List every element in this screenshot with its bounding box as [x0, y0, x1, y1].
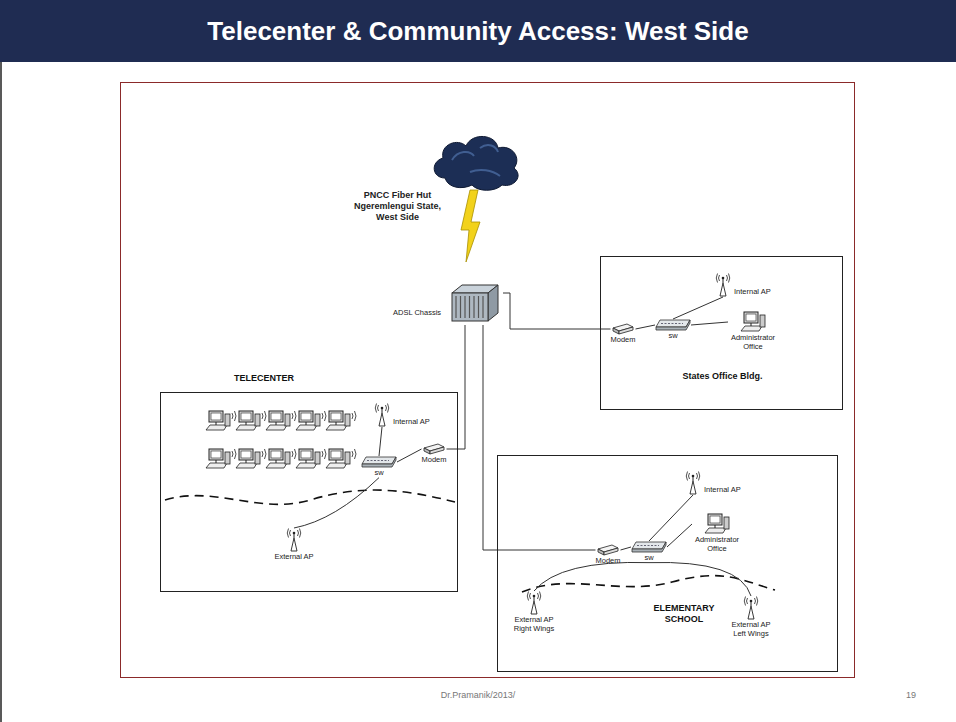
building-caption: States Office Bldg. [601, 371, 844, 382]
device-label: Modem [421, 456, 446, 465]
slide-edge [0, 62, 2, 722]
link-line [673, 297, 723, 319]
network-switch: sw [655, 319, 691, 341]
network-link [379, 427, 382, 456]
network-link [649, 495, 693, 541]
network-link [447, 325, 466, 449]
link-line [534, 562, 649, 591]
network-switch: sw [361, 456, 397, 478]
pc-icon [740, 311, 766, 333]
site-label: PNCC Fiber Hut Ngeremlengui State, West … [345, 190, 450, 222]
network-link [534, 562, 649, 591]
modem: Modem [595, 544, 620, 566]
device-label: External AP Right Wings [508, 616, 560, 633]
network-link [667, 524, 692, 547]
device-label: sw [374, 469, 383, 478]
network-switch: sw [631, 541, 667, 563]
access-point: External AP Left Wings [725, 596, 777, 638]
footer-credit: Dr.Pramanik/2013/ [378, 690, 578, 700]
site-box: ELEMENTARY SCHOOL Modem sw Internal AP Admin… [497, 455, 838, 672]
sw-icon [631, 541, 667, 553]
ap-icon [374, 403, 390, 427]
area-heading: TELECENTER [234, 373, 294, 384]
link-line [636, 325, 656, 329]
device-label: Internal AP [734, 288, 771, 297]
sw-icon [361, 456, 397, 468]
link-line [379, 427, 382, 456]
link-line [667, 524, 692, 547]
link-line [691, 322, 728, 325]
link-line [621, 547, 632, 550]
device-label: sw [668, 332, 677, 341]
admin-computer: Administrator Office [728, 311, 778, 351]
device-label: Internal AP [704, 486, 741, 495]
area-heading: ELEMENTARY SCHOOL [644, 603, 724, 625]
ap-icon [685, 471, 701, 495]
access-point: Internal AP [685, 471, 741, 495]
ap-icon [286, 528, 302, 552]
network-link [691, 322, 728, 325]
device-label: Modem [610, 336, 635, 345]
modem-icon [423, 443, 445, 455]
access-point: Internal AP [715, 273, 771, 297]
device-label: External AP Left Wings [725, 621, 777, 638]
slide-title: Telecenter & Community Access: West Side [0, 0, 956, 62]
page-number: 19 [896, 690, 926, 700]
site-box: States Office Bldg. Modem sw Internal AP Adm… [600, 256, 843, 410]
modem-icon [612, 323, 634, 335]
device-label: ADSL Chassis [393, 308, 441, 317]
network-link [483, 325, 595, 550]
site-box: TELECENTERInternal APswModemExternal AP [160, 392, 458, 592]
adsl-chassis-icon [450, 283, 500, 323]
device-label: Administrator Office [728, 334, 778, 351]
link-line [503, 293, 610, 329]
ap-icon [715, 273, 731, 297]
wall-boundary [165, 490, 455, 504]
access-point: External AP Right Wings [508, 591, 560, 633]
link-line [649, 495, 693, 541]
modem-icon [597, 544, 619, 556]
link-line [649, 562, 751, 596]
access-point: External AP [274, 528, 313, 562]
network-link [294, 478, 379, 528]
device-label: Modem [595, 557, 620, 566]
link-line [447, 325, 466, 449]
device-label: Internal AP [393, 418, 430, 427]
network-link [649, 562, 751, 596]
modem: Modem [610, 323, 635, 345]
internet-cloud [434, 136, 518, 190]
network-link [636, 325, 656, 329]
title-bar: Telecenter & Community Access: West Side [0, 0, 956, 62]
access-point: Internal AP [374, 403, 430, 427]
admin-computer: Administrator Office [692, 513, 742, 553]
network-link [621, 547, 632, 550]
wireless-link-bolt [461, 190, 480, 262]
network-link [503, 293, 610, 329]
device-label: Administrator Office [692, 536, 742, 553]
network-link [397, 449, 421, 462]
network-link [673, 297, 723, 319]
device-label: sw [644, 554, 653, 563]
fiber-hut: PNCC Fiber Hut Ngeremlengui State, West … [345, 190, 503, 325]
client-computers [206, 411, 356, 468]
ap-icon [743, 596, 759, 620]
pc-icon [704, 513, 730, 535]
sw-icon [655, 319, 691, 331]
ap-icon [526, 591, 542, 615]
link-line [483, 325, 595, 550]
device-label: External AP [274, 553, 313, 562]
link-line [294, 478, 379, 528]
modem: Modem [421, 443, 446, 465]
link-line [397, 449, 421, 462]
